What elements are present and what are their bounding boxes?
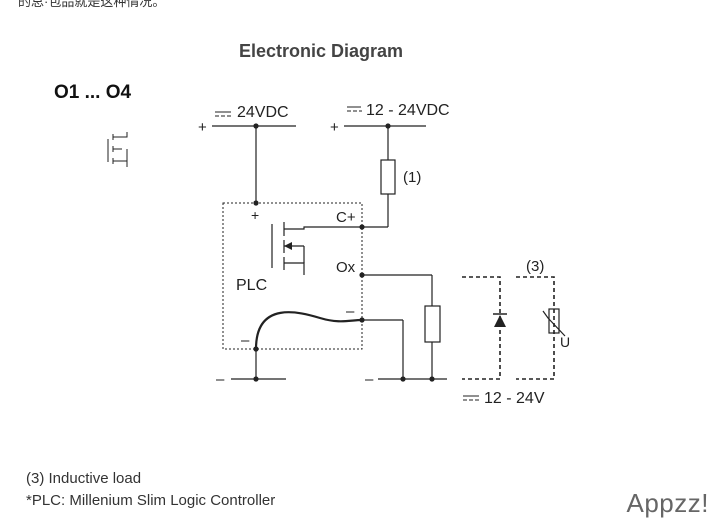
suppression-diode-icon	[494, 315, 506, 327]
ground-left-minus: –	[216, 371, 225, 388]
header-text-fragment: 的总·包品就是这种情况。	[18, 0, 166, 9]
note-inductive-load: (3) Inductive load	[26, 470, 142, 487]
load-supply-dc-icon	[463, 395, 479, 401]
plc-label: PLC	[236, 277, 267, 294]
note-plc: *PLC: Millenium Slim Logic Controller	[26, 492, 276, 509]
supply-left-label: 24VDC	[237, 104, 289, 121]
protection-marker: (3)	[526, 258, 544, 275]
plc-inner-minus: –	[346, 303, 355, 320]
plc-left-minus: –	[241, 332, 250, 349]
supply-left-plus: +	[198, 119, 207, 136]
fuse	[380, 159, 396, 195]
ground-right-minus: –	[365, 371, 374, 388]
plc-ox-terminal: Ox	[336, 259, 356, 276]
electronic-diagram: Electronic Diagram O1 ... O4 + 24VDC + 1…	[54, 41, 570, 407]
plc-plus-terminal: +	[251, 207, 259, 223]
supply-right-plus: +	[330, 119, 339, 136]
supply-right-label: 12 - 24VDC	[366, 102, 450, 119]
varistor-icon	[542, 308, 566, 337]
inductive-load-protection	[462, 276, 555, 380]
varistor-label: U	[560, 334, 570, 350]
load-supply-label: 12 - 24V	[484, 390, 545, 407]
fuse-marker: (1)	[403, 169, 421, 186]
watermark-logo: Appzz!	[626, 488, 709, 518]
output-transistor-icon	[107, 132, 128, 167]
diagram-title: Electronic Diagram	[239, 41, 403, 61]
supply-left-dc-icon	[215, 111, 231, 117]
output-range-label: O1 ... O4	[54, 82, 132, 103]
transistor-arrow	[284, 242, 292, 250]
plc-c-plus-terminal: C+	[336, 209, 356, 226]
junction-dots	[253, 123, 435, 382]
supply-right-dc-icon	[347, 106, 362, 112]
load-resistor	[424, 305, 441, 343]
